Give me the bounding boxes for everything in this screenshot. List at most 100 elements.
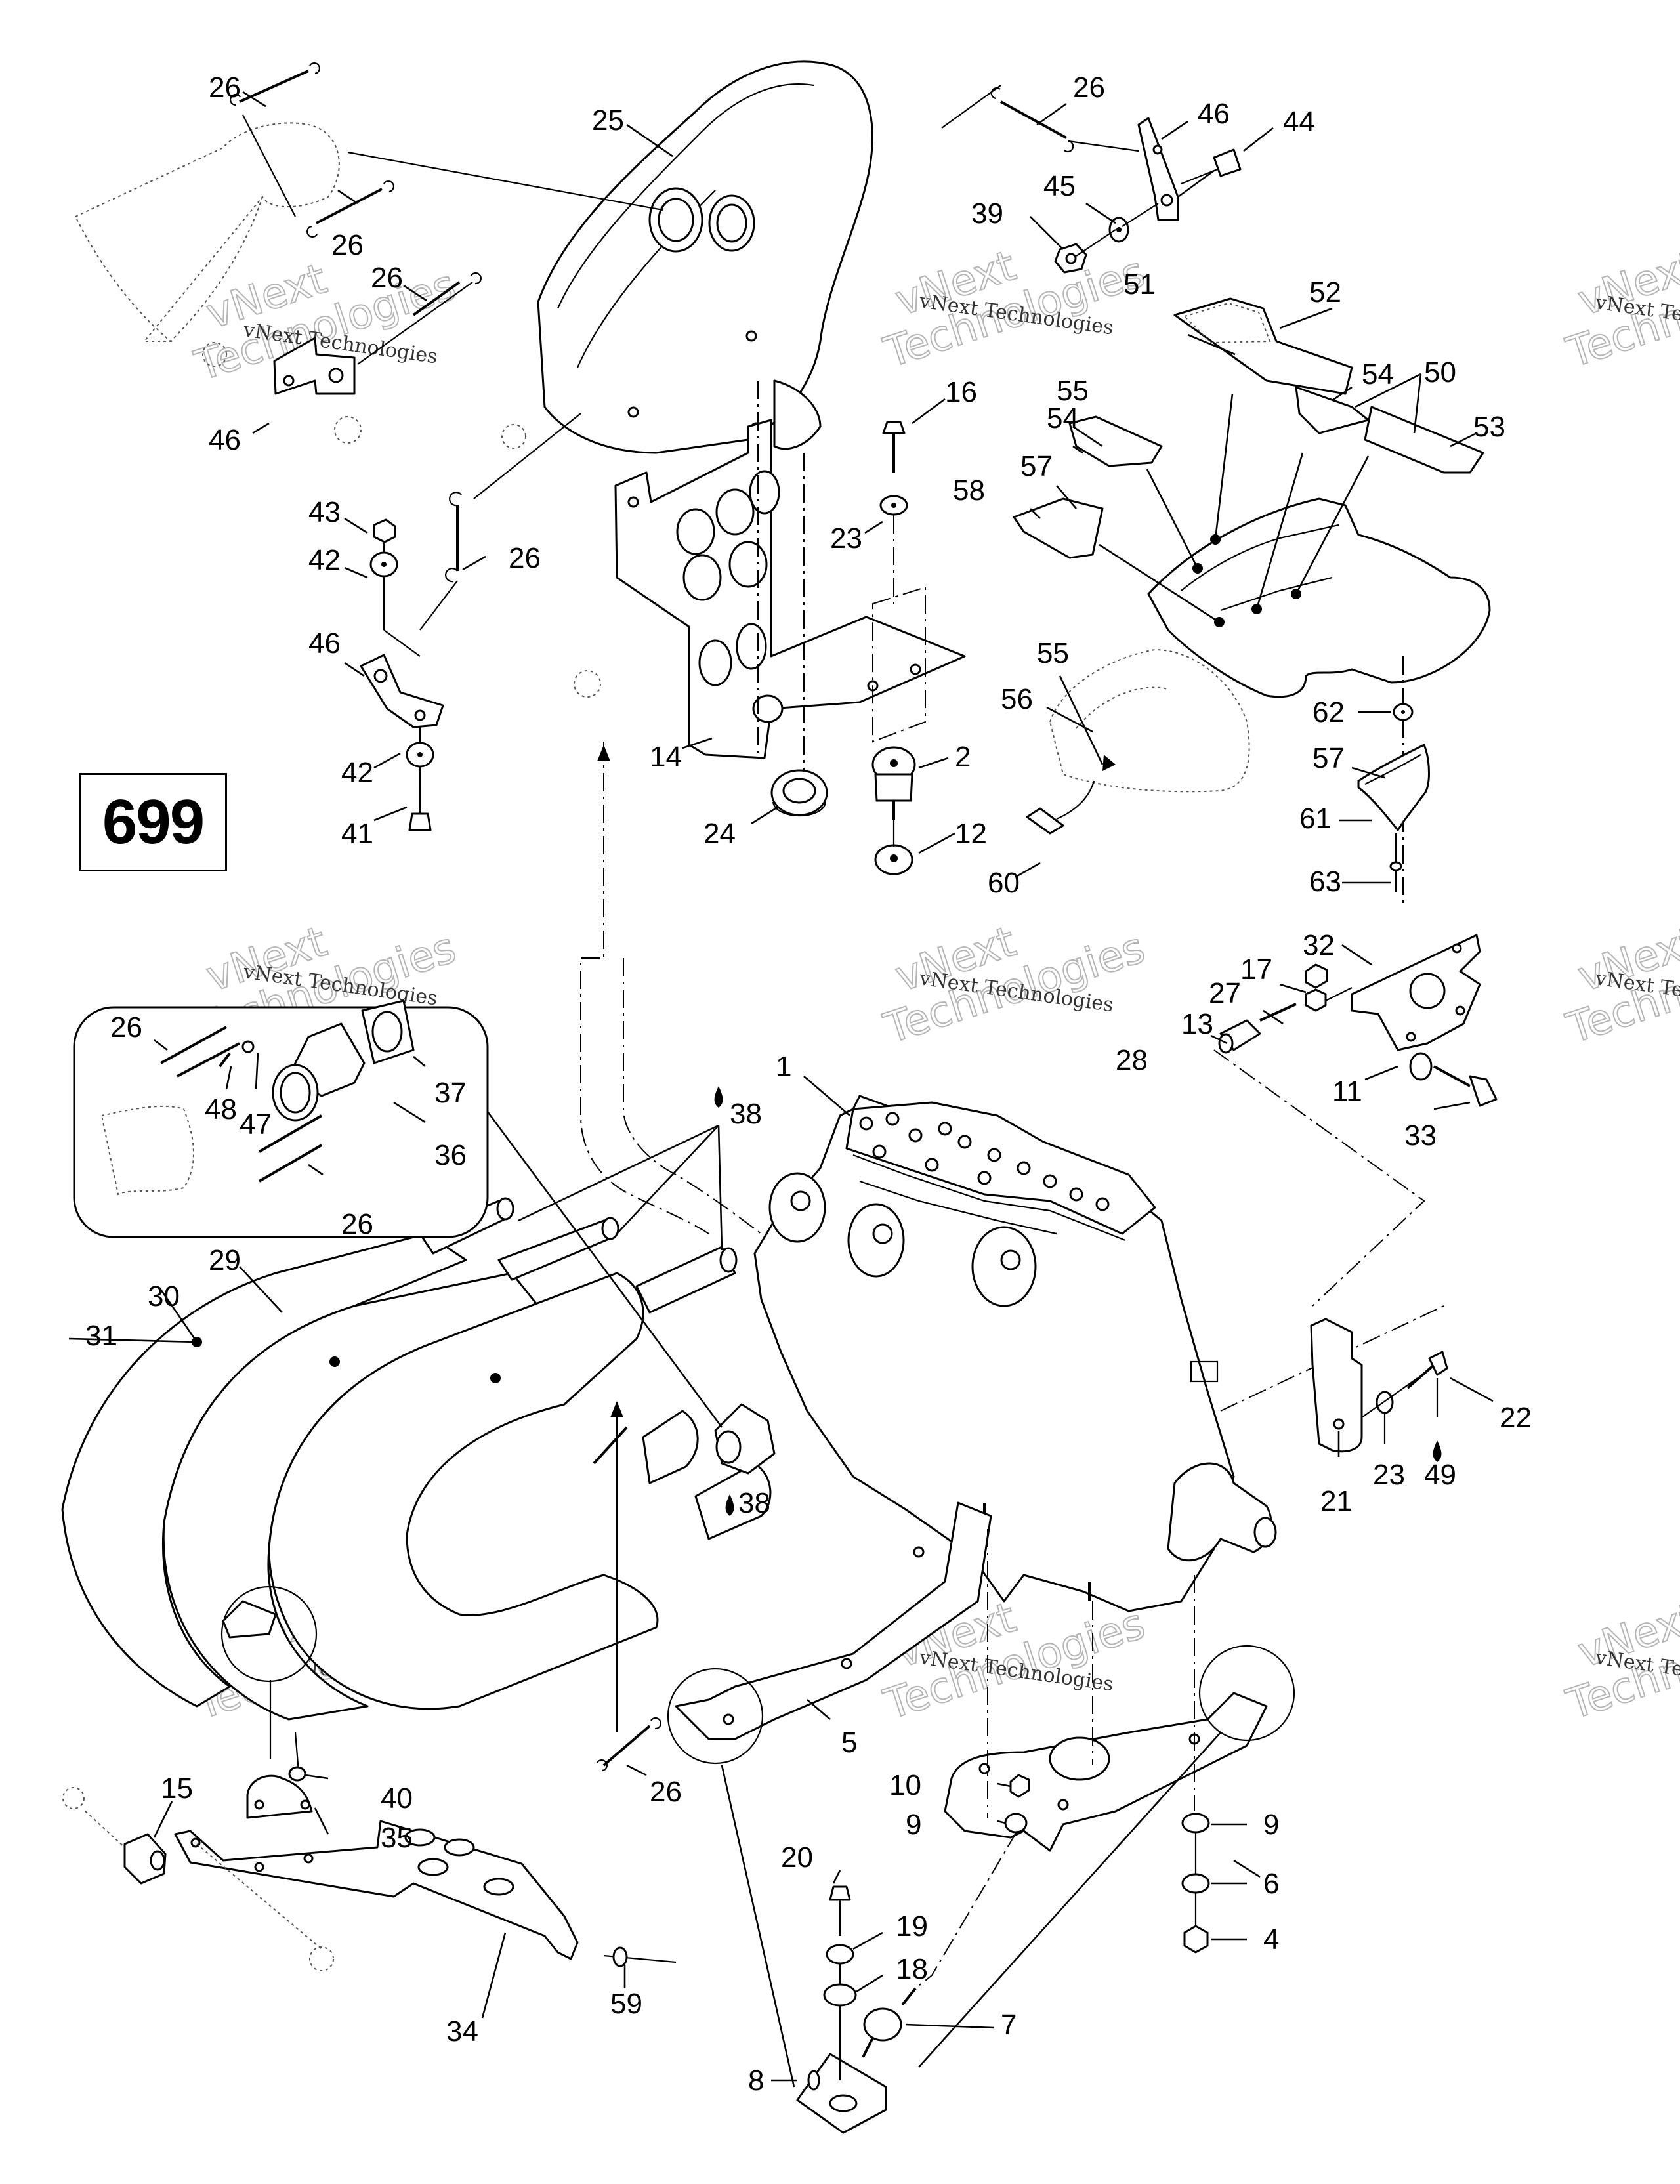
nut-4[interactable] [1183,1925,1209,1954]
washer-47[interactable] [242,1040,255,1053]
nut-27[interactable] [1305,988,1327,1012]
rivet-59[interactable] [603,1946,677,1967]
leader-line [721,1765,795,2088]
spring-26-inset-c[interactable] [258,1114,323,1153]
callout-label: 6 [1263,1868,1279,1900]
spring-26-inset-b[interactable] [177,1042,240,1078]
washer-9-right[interactable] [1181,1813,1210,1834]
exhaust-clip[interactable] [222,1600,277,1639]
heat-shield-52[interactable] [1173,297,1353,395]
ghost-nut [574,670,601,698]
pointer-arrow [1102,755,1116,771]
nut-39[interactable] [1054,243,1087,274]
spring-26-vertical[interactable] [445,492,462,583]
callout-label: 60 [988,867,1020,899]
bolt-33[interactable] [1433,1065,1498,1107]
rubber-mount-2[interactable] [872,746,916,820]
bolt-16[interactable] [882,421,906,472]
muffler-airbox[interactable] [537,60,873,454]
tailpipe-ghost [74,122,340,342]
spring-26-top-left[interactable] [230,62,320,106]
bolt-20[interactable] [829,1885,851,1936]
callout-label: 55 [1037,637,1069,669]
nut-17[interactable] [1305,963,1328,989]
bracket-21[interactable] [1310,1318,1363,1453]
nut-43[interactable] [373,518,396,543]
engine-mount-bracket-8[interactable] [796,2053,887,2134]
belly-pan[interactable] [1147,497,1491,698]
washer-23-upper[interactable] [879,495,908,516]
detail-circle [220,1586,318,1683]
assembly-line [419,580,458,631]
lock-washer-3[interactable] [1181,1873,1210,1894]
callout-label: 54 [1047,402,1079,434]
rivet-63[interactable] [1389,833,1402,892]
heat-shield-bracket-14[interactable] [614,419,966,759]
screw-48[interactable] [219,1052,231,1068]
engine-bracket-6[interactable] [944,1692,1268,1852]
head-bolts [859,1112,1110,1211]
bracket-46-lower-left[interactable] [360,654,444,728]
grommet-24[interactable] [770,769,828,817]
bracket-46-upper-left[interactable] [273,337,356,395]
exhaust-stingers[interactable] [419,1197,738,1314]
heat-shield-54-small[interactable] [1068,415,1163,467]
gasket-37[interactable] [361,999,415,1064]
ghost-line [85,1811,125,1848]
spring-26-lower[interactable] [597,1717,662,1772]
callout-label: 2 [955,741,971,773]
washer-19[interactable] [826,1944,854,1965]
engine-1[interactable] [753,1095,1277,1612]
watermark: vNext Technologies [1561,917,1680,1054]
washer-45[interactable] [1108,217,1129,243]
washer-42-lower[interactable] [406,742,434,768]
spring-26-inset-d[interactable] [258,1144,323,1183]
washer-62[interactable] [1393,703,1414,721]
exhaust-bracket-34[interactable] [174,1820,579,1960]
assembly-line [1122,203,1159,227]
exhaust-manifold-outlet[interactable] [642,1410,772,1540]
bracket-32[interactable] [1351,934,1481,1051]
rubber-mount-7[interactable] [862,1987,917,2058]
exhaust-flange-36[interactable] [272,1022,366,1122]
clamp-35[interactable] [246,1774,313,1819]
exhaust-coupler[interactable] [714,1403,776,1475]
decal-60[interactable] [1026,780,1095,835]
engine-bracket-5[interactable] [675,1502,992,1740]
spring-26-inset-a[interactable] [160,1026,227,1064]
spring-26-top-right[interactable] [990,87,1074,152]
spring-26-exhaust[interactable] [593,1426,628,1465]
callout-label: 16 [945,376,977,408]
heat-shield-58[interactable] [1013,497,1104,559]
screw-41[interactable] [408,788,432,831]
washer-23-lower[interactable] [1376,1391,1394,1414]
sealant-drop-icon [1433,1440,1442,1462]
spring-26-upper-center[interactable] [412,272,482,316]
detail-circle [667,1668,764,1765]
callout-label: 38 [730,1098,762,1130]
callout-label: 26 [509,542,541,574]
callout-label: 27 [1209,977,1241,1009]
washer-42-upper[interactable] [369,551,398,578]
exhaust-pipe-29[interactable] [268,1272,659,1710]
callout-label: 22 [1500,1402,1532,1434]
assembly-line [357,282,473,365]
washer-9-left[interactable] [1004,1813,1028,1834]
rivet-40[interactable] [288,1732,306,1782]
spacer-15[interactable] [123,1833,167,1885]
washer-18[interactable] [823,1983,857,2007]
heat-shield-54[interactable] [1295,386,1370,434]
bracket-46-top-right[interactable] [1137,117,1179,221]
heat-shield-53[interactable] [1364,406,1484,474]
callout-label: 26 [341,1208,373,1240]
ghost-nut [309,1946,334,1971]
bolt-44[interactable] [1177,148,1242,198]
spring-26-mid-left[interactable] [306,180,394,238]
nut-10[interactable] [1009,1774,1030,1798]
skid-61[interactable] [1357,744,1430,831]
fitting-28[interactable] [1218,1019,1261,1054]
bolt-13[interactable] [1259,1003,1297,1022]
bolt-22[interactable] [1406,1351,1448,1389]
nut-12[interactable] [874,844,914,875]
washer-11[interactable] [1409,1052,1433,1081]
